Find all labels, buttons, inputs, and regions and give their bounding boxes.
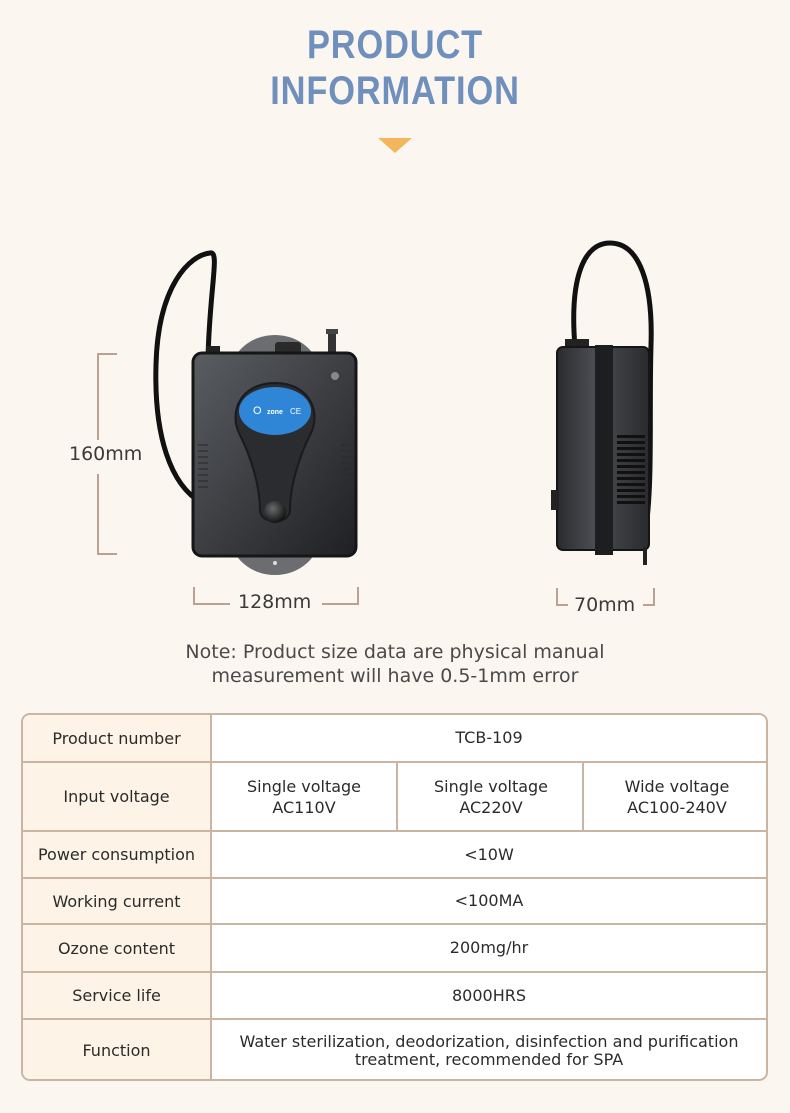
row-value: <10W: [464, 844, 514, 864]
measurement-note-line2: measurement will have 0.5-1mm error: [211, 665, 579, 687]
row-value: 8000HRS: [451, 985, 527, 1005]
caret-down-icon: [378, 138, 412, 153]
depth-label: 70mm: [574, 594, 636, 616]
table-row: Ozone content 200mg/hr: [23, 923, 766, 971]
row-label: Input voltage: [23, 763, 212, 830]
badge-o-text: O: [253, 405, 262, 417]
badge-ce-text: CE: [290, 407, 301, 416]
width-label: 128mm: [238, 591, 312, 613]
table-row: Function Water sterilization, deodorizat…: [23, 1018, 766, 1079]
measurement-note-line1: Note: Product size data are physical man…: [185, 641, 605, 663]
row-value: <100MA: [454, 891, 524, 910]
row-label: Ozone content: [23, 925, 212, 971]
spec-table: Product number TCB-109 Input voltage Sin…: [21, 713, 768, 1081]
page-title-line1: PRODUCT: [306, 23, 484, 67]
ozone-generator-side-image: [551, 240, 654, 565]
height-label: 160mm: [69, 443, 143, 465]
table-row: Product number TCB-109: [23, 715, 766, 761]
badge-zone-text: zone: [267, 409, 283, 416]
voltage-option-value: AC100-240V: [627, 797, 727, 817]
voltage-option-type: Single voltage: [246, 776, 362, 796]
voltage-option-value: AC220V: [459, 797, 523, 817]
row-label: Power consumption: [23, 832, 212, 877]
row-label: Product number: [23, 715, 212, 761]
row-value: Water sterilization, deodorization, disi…: [239, 1031, 739, 1069]
voltage-option-type: Wide voltage: [624, 776, 730, 796]
ozone-generator-front-image: O zone CE: [153, 250, 358, 575]
page-title-line2: INFORMATION: [270, 69, 520, 113]
table-row: Service life 8000HRS: [23, 971, 766, 1018]
row-label: Function: [23, 1020, 212, 1079]
table-row: Working current <100MA: [23, 877, 766, 923]
row-label: Working current: [23, 879, 212, 923]
voltage-option-type: Single voltage: [433, 776, 549, 796]
voltage-option-value: AC110V: [272, 797, 336, 817]
row-value: 200mg/hr: [449, 938, 529, 957]
row-value: TCB-109: [455, 728, 523, 747]
table-row: Power consumption <10W: [23, 830, 766, 877]
row-label: Service life: [23, 973, 212, 1018]
